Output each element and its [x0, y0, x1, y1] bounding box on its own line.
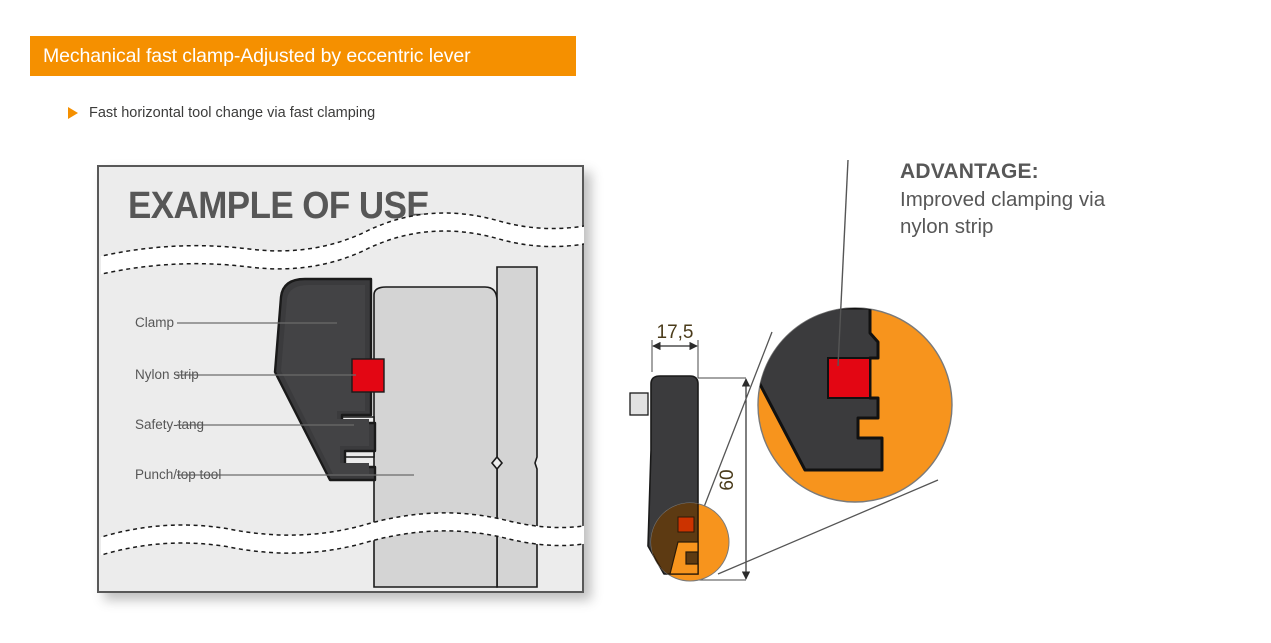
advantage-line-2: nylon strip — [900, 215, 994, 239]
magnifier-source-nylon-strip — [677, 516, 695, 533]
break-line-upper-top — [101, 212, 584, 257]
feature-bullet-text: Fast horizontal tool change via fast cla… — [89, 105, 376, 121]
label-safety-tang: Safety-tang — [135, 417, 205, 432]
label-nylon-strip: Nylon strip — [135, 367, 199, 382]
magnifier-source-notch — [669, 541, 699, 575]
magnifier-connector-upper — [703, 331, 773, 508]
dimension-value-height: 60 — [717, 469, 738, 490]
magnified-nylon-strip — [827, 357, 871, 399]
eccentric-lever-tab — [629, 392, 649, 416]
advantage-block: ADVANTAGE: Improved clamping via nylon s… — [900, 158, 1160, 241]
triangle-right-icon — [68, 107, 78, 119]
dimension-value-width: 17,5 — [657, 322, 694, 343]
clamp-dimension-drawing: 17,5 60 — [629, 159, 953, 582]
magnifier-connector-lower — [717, 479, 939, 575]
label-clamp: Clamp — [135, 315, 175, 330]
page-title: Mechanical fast clamp-Adjusted by eccent… — [43, 44, 471, 67]
feature-bullet-row: Fast horizontal tool change via fast cla… — [68, 105, 375, 121]
break-line-lower-bottom — [101, 530, 584, 556]
example-panel-title: EXAMPLE OF USE — [128, 185, 430, 227]
magnifier-leader-line — [837, 159, 849, 367]
nylon-strip — [351, 358, 385, 393]
magnifier-source-circle — [650, 502, 730, 582]
advantage-heading: ADVANTAGE: — [900, 160, 1039, 183]
magnified-clamp-tip — [758, 308, 884, 472]
example-cross-section-diagram — [101, 212, 584, 588]
example-of-use-panel: EXAMPLE OF USE — [97, 165, 584, 593]
advantage-line-1: Improved clamping via — [900, 187, 1106, 211]
break-line-lower-top — [101, 512, 584, 538]
top-tool-middle-column — [373, 286, 500, 588]
break-line-upper-bottom — [101, 230, 584, 275]
break-band-upper-fill — [101, 213, 584, 275]
header-bar: Mechanical fast clamp-Adjusted by eccent… — [30, 36, 576, 76]
label-punch-top-tool: Punch/top tool — [135, 467, 222, 482]
clamp-body-facet — [281, 285, 369, 474]
break-band-lower-fill — [101, 512, 584, 556]
magnified-detail-view — [757, 159, 953, 503]
alignment-diamond-detail — [490, 455, 504, 471]
